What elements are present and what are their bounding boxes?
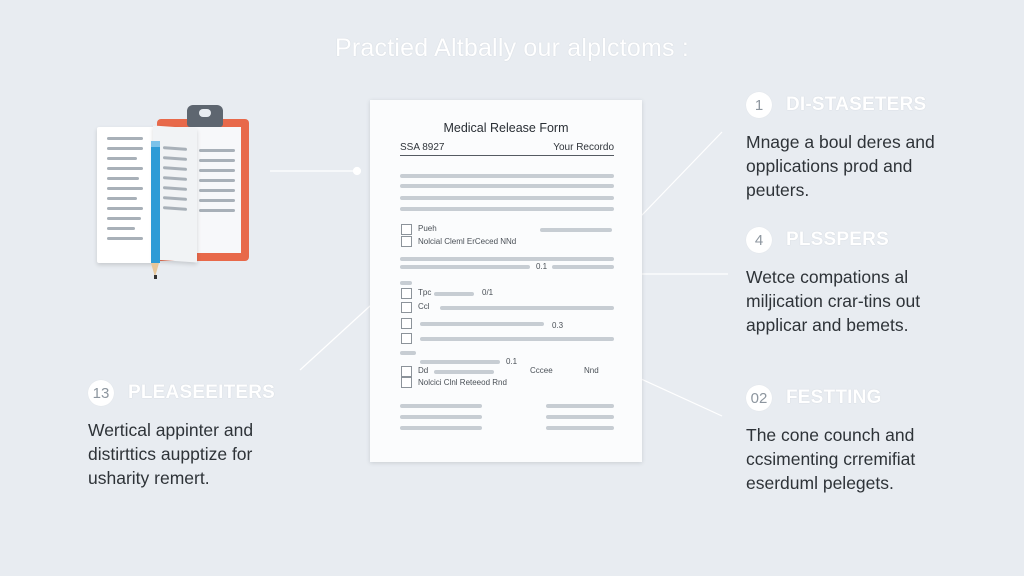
text-line [400, 257, 614, 261]
text-line [546, 404, 614, 408]
checkbox[interactable] [401, 288, 412, 299]
step-number: 02 [746, 385, 772, 411]
form-title: Medical Release Form [443, 121, 569, 135]
block-title: DI-STASETERS [786, 94, 927, 115]
row-label: Dd [418, 366, 429, 375]
info-block-1: 1 DI-STASETERS Mnage a boul deres and op… [746, 92, 935, 202]
form-mark: 0.1 [506, 357, 518, 366]
row-label: Pueh [418, 224, 437, 233]
checkbox[interactable] [401, 366, 412, 377]
text-line [546, 426, 614, 430]
text-line [400, 404, 482, 408]
row-label: Nolcici Clnl Reteeod Rnd [418, 378, 507, 387]
step-number: 13 [88, 380, 114, 406]
info-block-4: 4 PLSSPERS Wetce compations al miljicati… [746, 227, 920, 337]
form-id: SSA 8927 [400, 142, 445, 153]
form-mark: Cccee [530, 366, 553, 375]
block-title: PLEASEEITERS [128, 382, 276, 403]
step-number: 1 [746, 92, 772, 118]
row-label: Nolcial Cleml ErCeced NNd [418, 237, 517, 246]
form-rule [400, 155, 614, 156]
checkbox[interactable] [401, 377, 412, 388]
medical-release-form: Medical Release Form SSA 8927 Your Recor… [370, 100, 642, 462]
block-body: Wetce compations al miljication crar-tin… [746, 267, 921, 335]
checkbox[interactable] [401, 236, 412, 247]
text-line [546, 415, 614, 419]
book-icon [97, 127, 155, 263]
block-title: FESTTING [786, 387, 882, 408]
form-mark: 0/1 [482, 288, 494, 297]
block-title: PLSSPERS [786, 229, 889, 250]
form-records: Your Recordo [553, 142, 614, 153]
page-title: Practied Altbally our alplctoms : [335, 34, 689, 62]
pencil-tip [154, 275, 157, 279]
text-line [552, 265, 614, 269]
clip-icon [187, 105, 223, 127]
clipboard-illustration [95, 105, 255, 279]
info-block-02: 02 FESTTING The cone counch and ccsiment… [746, 385, 915, 495]
text-line [400, 196, 614, 200]
checkbox[interactable] [401, 224, 412, 235]
form-mark: 0.3 [552, 321, 564, 330]
text-line [400, 184, 614, 188]
text-line [420, 322, 544, 326]
text-line [434, 370, 494, 374]
text-line [400, 174, 614, 178]
info-block-13: 13 PLEASEEITERS Wertical appinter and di… [88, 380, 275, 490]
form-mark: 0.1 [536, 262, 548, 271]
text-line [420, 360, 500, 364]
block-body: The cone counch and ccsimenting crremifi… [746, 425, 916, 493]
text-line [540, 228, 612, 232]
block-body: Wertical appinter and distirttics auppti… [88, 420, 254, 488]
block-body: Mnage a boul deres and opplications prod… [746, 132, 935, 200]
row-label: Ccl [418, 302, 430, 311]
connector-dot [352, 166, 362, 176]
checkbox[interactable] [401, 333, 412, 344]
row-label: Tpc [418, 288, 432, 297]
text-line [440, 306, 614, 310]
text-line [434, 292, 474, 296]
checkbox[interactable] [401, 302, 412, 313]
text-line [420, 337, 614, 341]
pencil-icon [151, 141, 160, 277]
text-line [400, 351, 416, 355]
text-line [400, 426, 482, 430]
text-line [400, 207, 614, 211]
text-line [400, 265, 530, 269]
text-line [400, 281, 412, 285]
form-mark: Nnd [584, 366, 599, 375]
checkbox[interactable] [401, 318, 412, 329]
text-line [400, 415, 482, 419]
step-number: 4 [746, 227, 772, 253]
